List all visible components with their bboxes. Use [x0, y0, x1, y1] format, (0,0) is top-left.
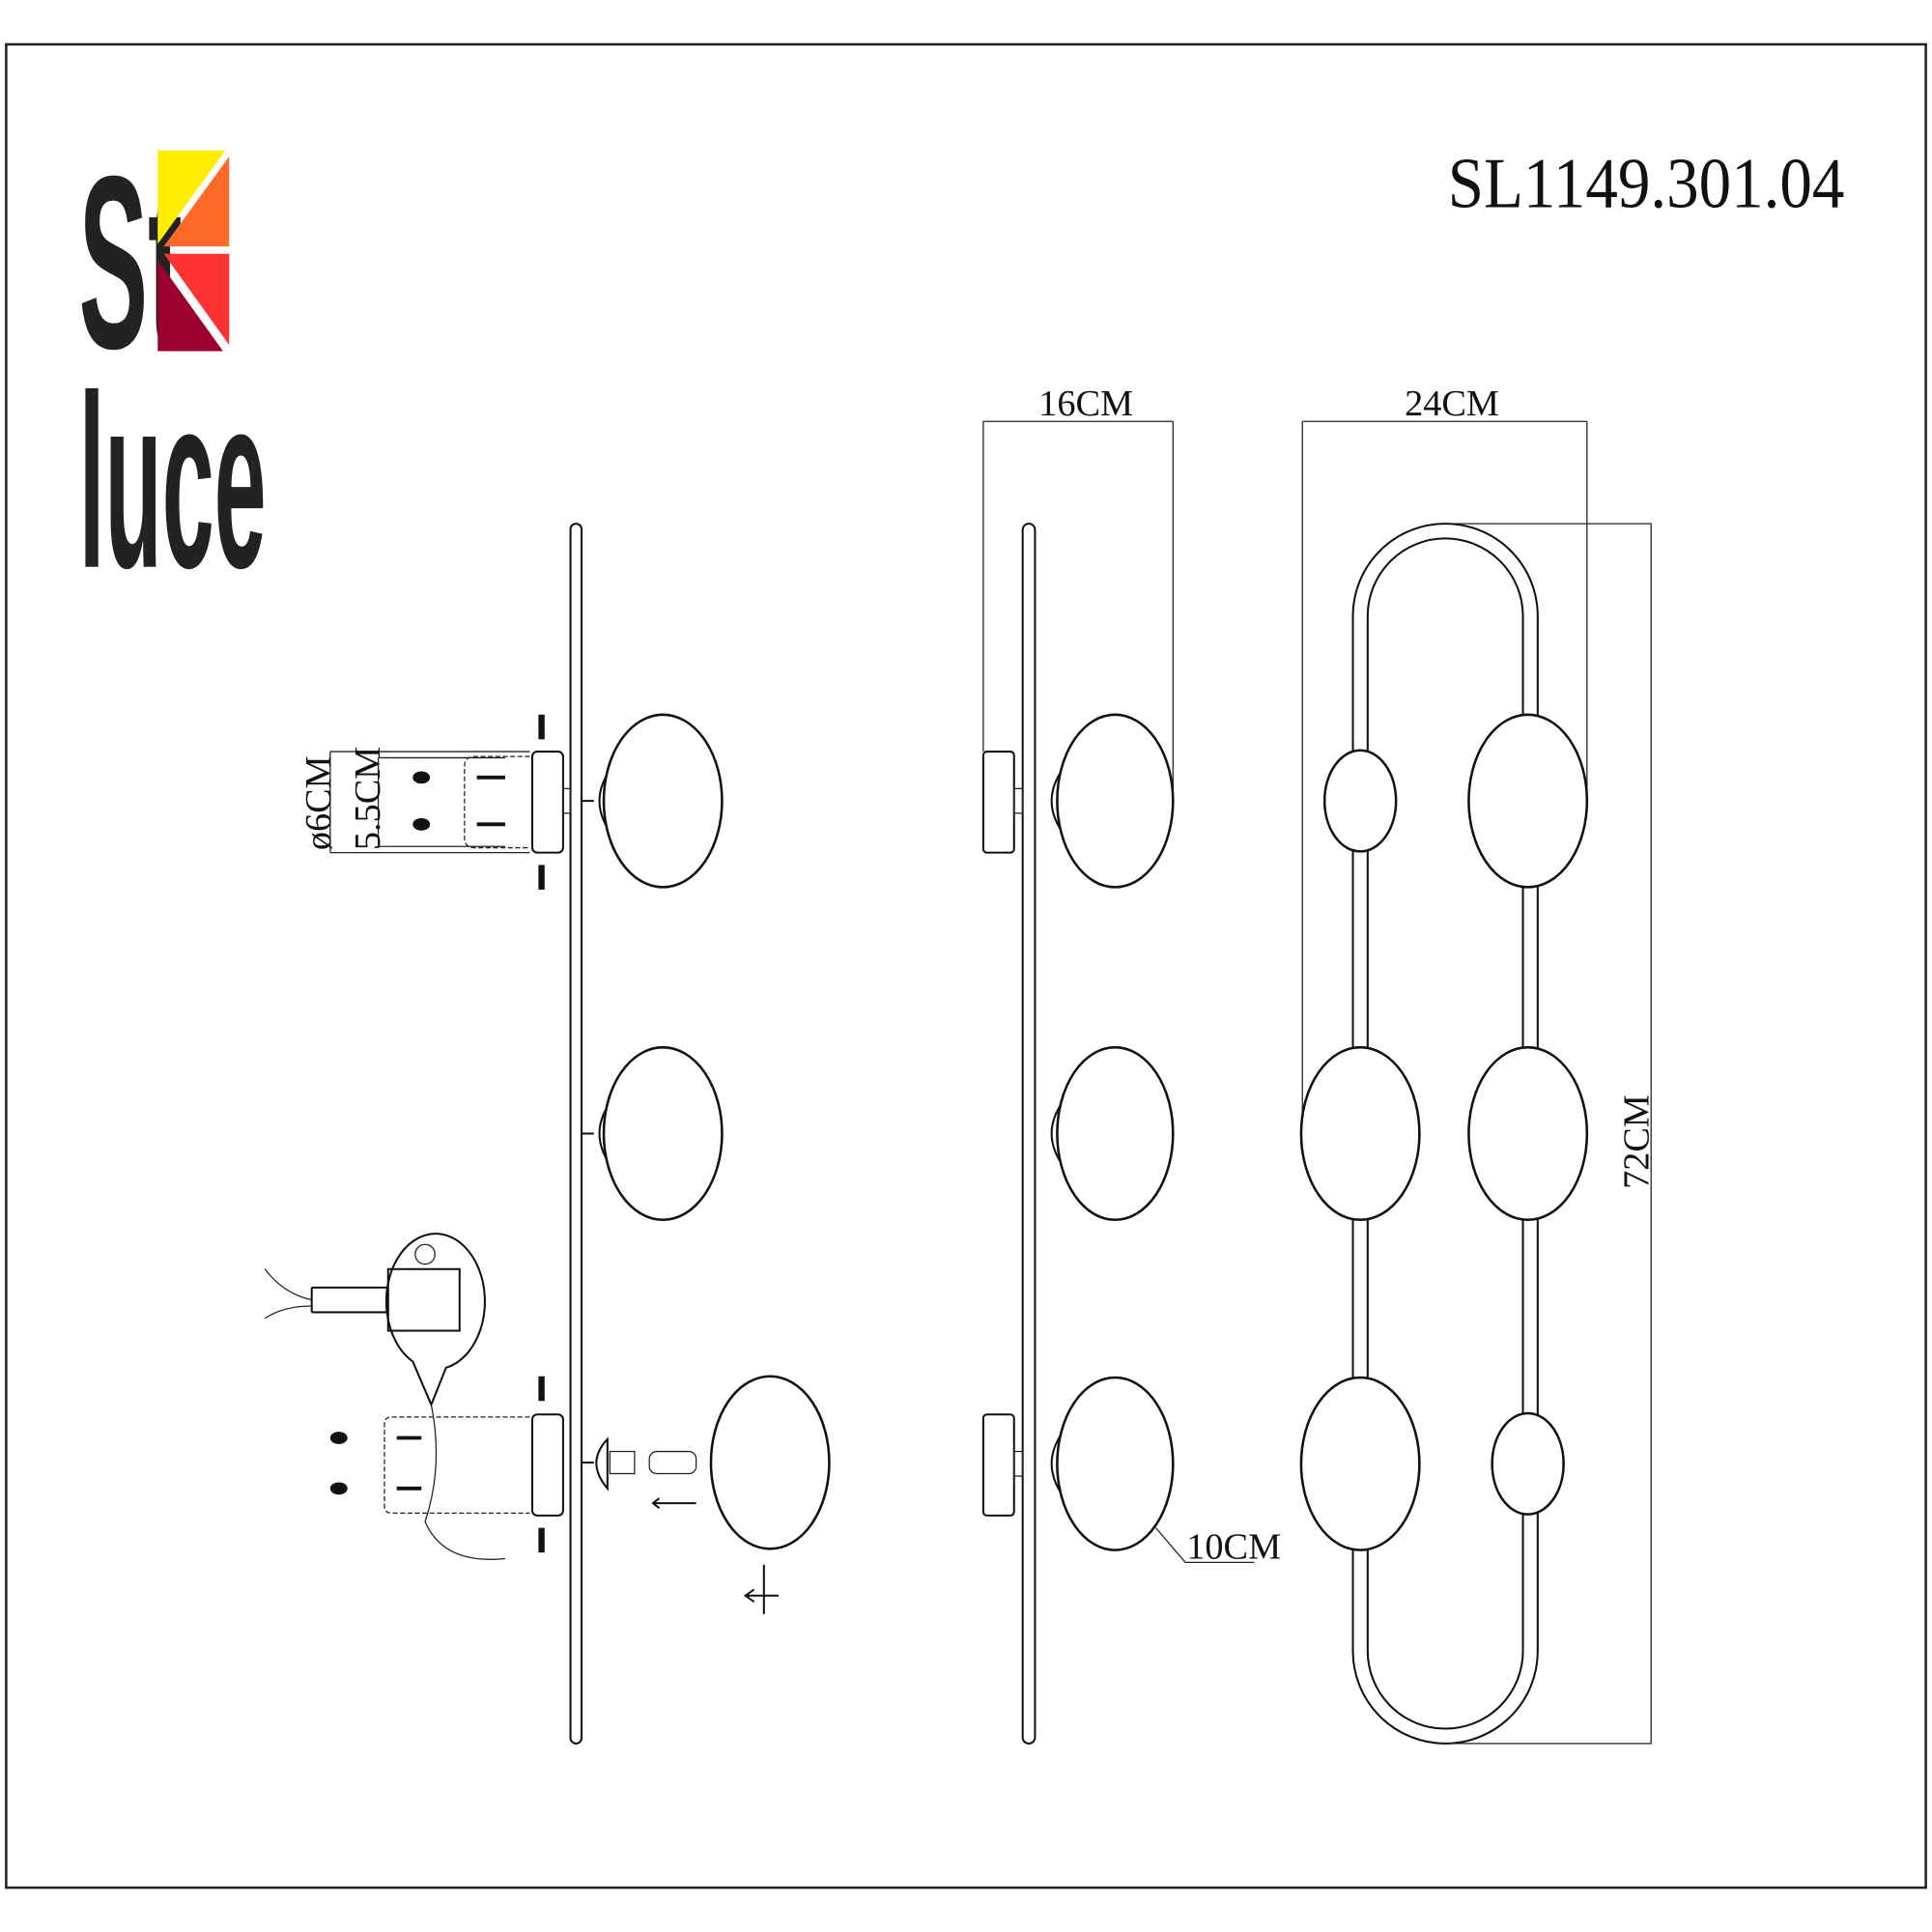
globe-diameter-label: 10CM [1186, 1527, 1281, 1568]
frame-inner [1366, 537, 1524, 1730]
depth-label: 16CM [1038, 384, 1133, 424]
width-dimension-line [1301, 420, 1588, 1134]
front-view: 24CM 72CM [1299, 384, 1658, 1745]
logo-text-luce: luce [79, 343, 267, 619]
logo-yellow-triangle [157, 150, 226, 244]
globe-shade [1299, 1045, 1421, 1222]
mount-plate-top [531, 751, 564, 854]
screw-icon [538, 865, 545, 890]
screw-icon [538, 1376, 545, 1402]
driver-icon [386, 1267, 461, 1332]
arrow-icon [651, 1497, 696, 1510]
anchor-icon [412, 771, 431, 784]
anchor-icon [329, 1482, 348, 1495]
anchor-icon [329, 1432, 348, 1444]
backplate [981, 751, 1015, 854]
depth-dimension-line [982, 420, 1174, 802]
screw-icon [538, 714, 545, 740]
mount-plate-bottom [531, 1413, 564, 1517]
height-dimension-line [1447, 523, 1652, 1745]
globe-shade [1467, 1045, 1589, 1222]
socket-icon [609, 1450, 636, 1475]
model-number: SL1149.301.04 [1448, 144, 1845, 223]
globe-shade [1056, 713, 1175, 889]
bulb-icon [648, 1450, 697, 1475]
mount-depth-label: 5.5CM [348, 747, 388, 850]
globe-shade-small [1491, 1411, 1565, 1516]
sheet-border [5, 43, 1927, 1889]
globe-shade [1056, 1376, 1175, 1551]
screw-icon [538, 1527, 545, 1553]
side-view: 16CM 10CM [981, 384, 1281, 1745]
installation-view: ø6CM 5.5CM [264, 523, 831, 1745]
rotate-arrow-icon [743, 1564, 780, 1614]
rod [1021, 523, 1037, 1745]
globe-shade [709, 1375, 831, 1550]
height-label: 72CM [1617, 1094, 1658, 1189]
globe-shade [1056, 1045, 1175, 1222]
globe-shade-small [1322, 749, 1398, 853]
logo-maroon-triangle [157, 260, 223, 352]
wire [424, 1404, 506, 1560]
anchor-icon [412, 817, 431, 831]
rod [569, 523, 583, 1745]
st-luce-logo: St luce [79, 126, 267, 619]
mount-diameter-label: ø6CM [298, 755, 339, 850]
globe-shade [1467, 713, 1589, 889]
backplate [981, 1413, 1015, 1517]
width-label: 24CM [1405, 384, 1499, 424]
driver-callout [384, 1233, 486, 1407]
globe-leader-line [1154, 1527, 1255, 1563]
globe-shade [602, 1045, 724, 1222]
logo-orange-triangle [163, 156, 230, 247]
frame-outer [1351, 523, 1539, 1745]
globe-shade [1299, 1376, 1421, 1551]
globe-shade [602, 713, 724, 889]
